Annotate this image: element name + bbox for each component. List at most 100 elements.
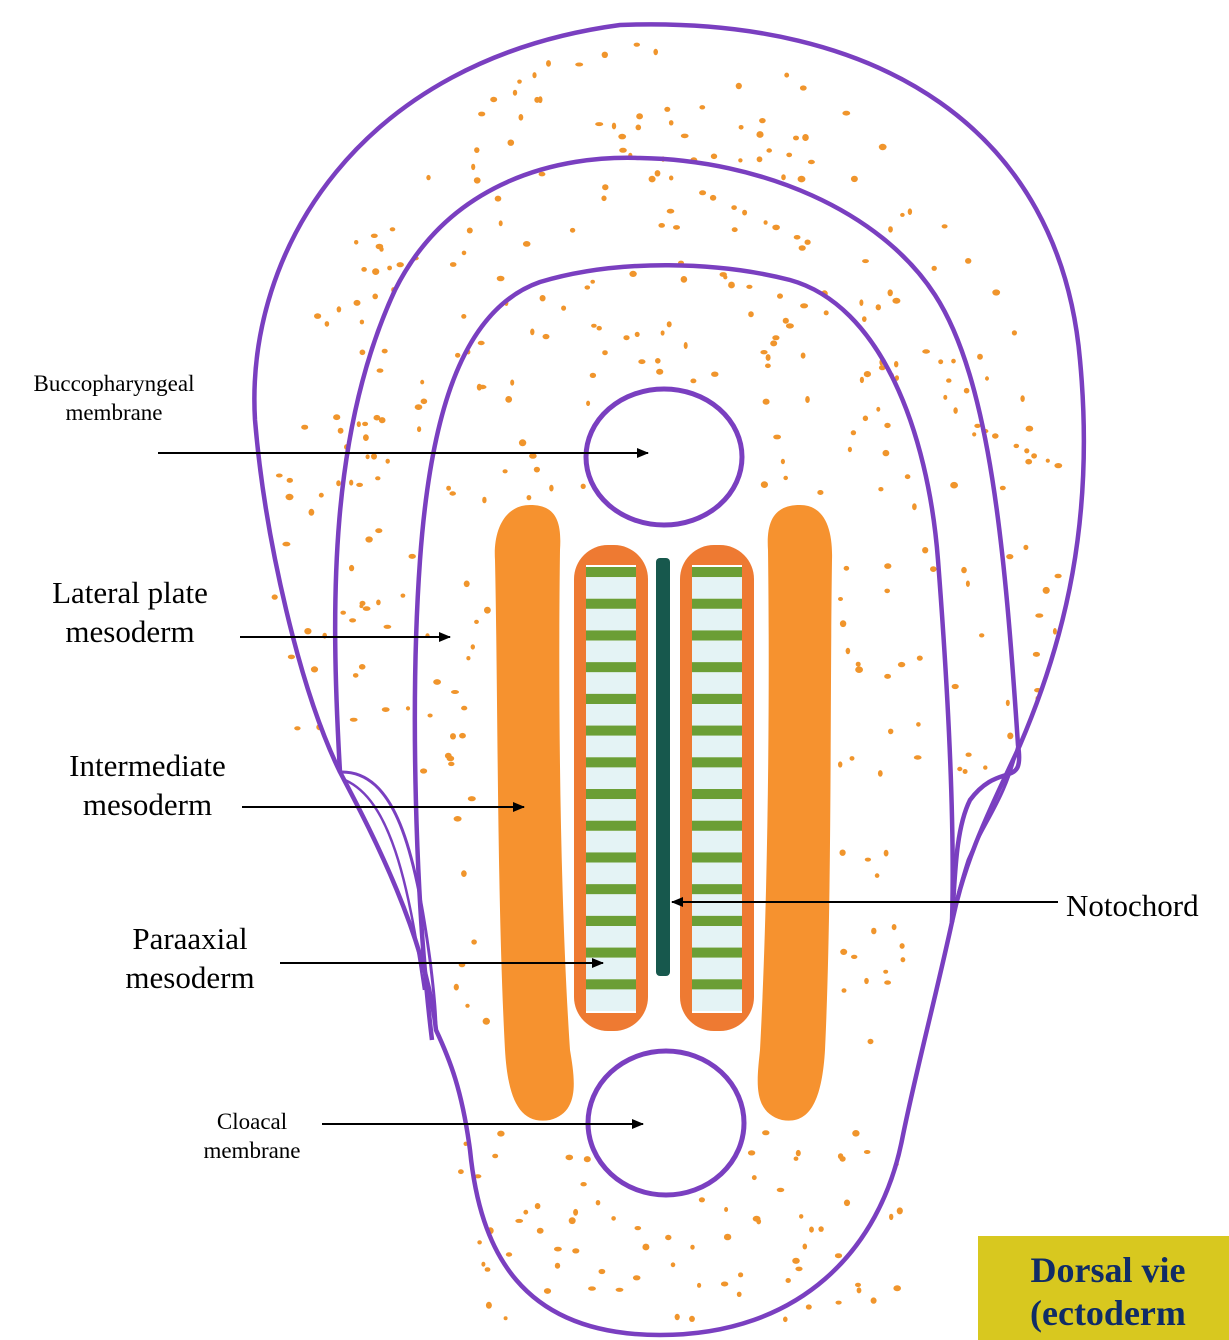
mesoderm-dot xyxy=(851,176,858,182)
mesoderm-dot xyxy=(951,359,956,364)
mesoderm-dot xyxy=(337,306,342,312)
mesoderm-dot xyxy=(731,205,737,210)
somite-block xyxy=(586,863,636,885)
mesoderm-dot xyxy=(992,433,999,438)
mesoderm-dot xyxy=(490,97,497,102)
mesoderm-dot xyxy=(763,399,770,405)
mesoderm-dot xyxy=(580,1182,586,1186)
mesoderm-dot xyxy=(409,554,416,559)
somite-stripe xyxy=(692,694,742,704)
mesoderm-dot xyxy=(590,280,595,284)
mesoderm-dot xyxy=(602,52,608,58)
somite-block xyxy=(586,831,636,853)
mesoderm-dot xyxy=(773,435,781,440)
mesoderm-dot xyxy=(786,153,792,158)
mesoderm-dot xyxy=(871,928,876,935)
mesoderm-dot xyxy=(569,1217,576,1224)
mesoderm-dot xyxy=(585,285,591,289)
mesoderm-dot xyxy=(1053,628,1057,635)
mesoderm-dot xyxy=(840,949,847,955)
mesoderm-dot xyxy=(376,244,384,250)
somite-stripe xyxy=(692,567,742,577)
mesoderm-dot xyxy=(535,1203,541,1209)
mesoderm-dot xyxy=(800,303,808,308)
mesoderm-dot xyxy=(572,1248,579,1253)
mesoderm-dot xyxy=(884,589,890,594)
somite-stripe xyxy=(692,662,742,672)
mesoderm-dot xyxy=(864,1150,871,1154)
mesoderm-dot xyxy=(724,1207,728,1212)
mesoderm-dot xyxy=(699,1197,705,1202)
mesoderm-dot xyxy=(372,294,378,300)
somite-stripe xyxy=(586,599,636,609)
mesoderm-dot xyxy=(336,480,341,486)
mesoderm-dot xyxy=(1043,587,1050,594)
mesoderm-dot xyxy=(1020,395,1024,402)
mesoderm-dot xyxy=(757,156,763,162)
somite-stripe xyxy=(692,884,742,894)
mesoderm-dot xyxy=(449,491,456,495)
mesoderm-dot xyxy=(372,268,379,275)
mesoderm-dot xyxy=(883,970,888,974)
mesoderm-dot xyxy=(371,453,377,459)
mesoderm-dot xyxy=(602,350,608,355)
mesoderm-dot xyxy=(985,376,989,380)
mesoderm-dot xyxy=(1006,700,1010,706)
mesoderm-dot xyxy=(781,174,786,180)
somite-stripe xyxy=(586,884,636,894)
somite-stripe xyxy=(586,694,636,704)
mesoderm-dot xyxy=(888,226,893,232)
mesoderm-dot xyxy=(508,140,515,146)
title-text: Dorsal vie (ectoderm xyxy=(1030,1249,1186,1335)
mesoderm-dot xyxy=(765,364,771,369)
somite-stripe xyxy=(586,852,636,862)
mesoderm-dot xyxy=(561,306,566,311)
mesoderm-dot xyxy=(486,1302,492,1309)
mesoderm-dot xyxy=(458,1169,464,1174)
mesoderm-dot xyxy=(356,483,363,487)
mesoderm-dot xyxy=(1025,459,1032,465)
somite-stripe xyxy=(692,852,742,862)
somite-stripe xyxy=(692,726,742,736)
mesoderm-dot xyxy=(629,271,636,277)
mesoderm-dot xyxy=(805,240,811,245)
mesoderm-dot xyxy=(900,213,905,217)
mesoderm-dot xyxy=(766,354,771,361)
mesoderm-dot xyxy=(898,662,905,667)
mesoderm-dot xyxy=(761,481,768,488)
mesoderm-dot xyxy=(505,396,512,403)
mesoderm-dot xyxy=(799,245,806,251)
mesoderm-dot xyxy=(461,314,466,319)
mesoderm-dot xyxy=(519,114,524,121)
mesoderm-dot xyxy=(360,320,364,325)
mesoderm-dot xyxy=(917,656,923,661)
intermediate-mesoderm-label: Intermediate mesoderm xyxy=(40,747,255,825)
mesoderm-dot xyxy=(914,755,922,759)
mesoderm-dot xyxy=(844,566,850,571)
mesoderm-dot xyxy=(784,73,789,78)
mesoderm-dot xyxy=(616,1288,624,1292)
label-line: mesoderm xyxy=(20,613,240,652)
mesoderm-dot xyxy=(817,490,823,495)
mesoderm-dot xyxy=(689,1316,695,1322)
mesoderm-dot xyxy=(484,607,491,614)
mesoderm-dot xyxy=(711,372,718,377)
mesoderm-dot xyxy=(664,107,670,112)
mesoderm-dot xyxy=(878,770,883,777)
mesoderm-dot xyxy=(1024,448,1029,453)
mesoderm-dot xyxy=(471,939,477,944)
buccopharyngeal-membrane xyxy=(586,389,742,525)
mesoderm-dot xyxy=(590,373,596,378)
mesoderm-dot xyxy=(966,581,970,587)
mesoderm-dot xyxy=(540,295,546,301)
mesoderm-dot xyxy=(669,176,673,181)
mesoderm-dot xyxy=(554,1247,562,1252)
mesoderm-dot xyxy=(855,666,863,673)
mesoderm-dot xyxy=(800,85,807,90)
mesoderm-dot xyxy=(957,767,962,771)
notochord-label: Notochord xyxy=(1066,887,1199,926)
mesoderm-dot xyxy=(304,628,311,634)
mesoderm-dot xyxy=(474,620,479,624)
mesoderm-dot xyxy=(1000,486,1006,491)
mesoderm-dot xyxy=(454,984,459,991)
